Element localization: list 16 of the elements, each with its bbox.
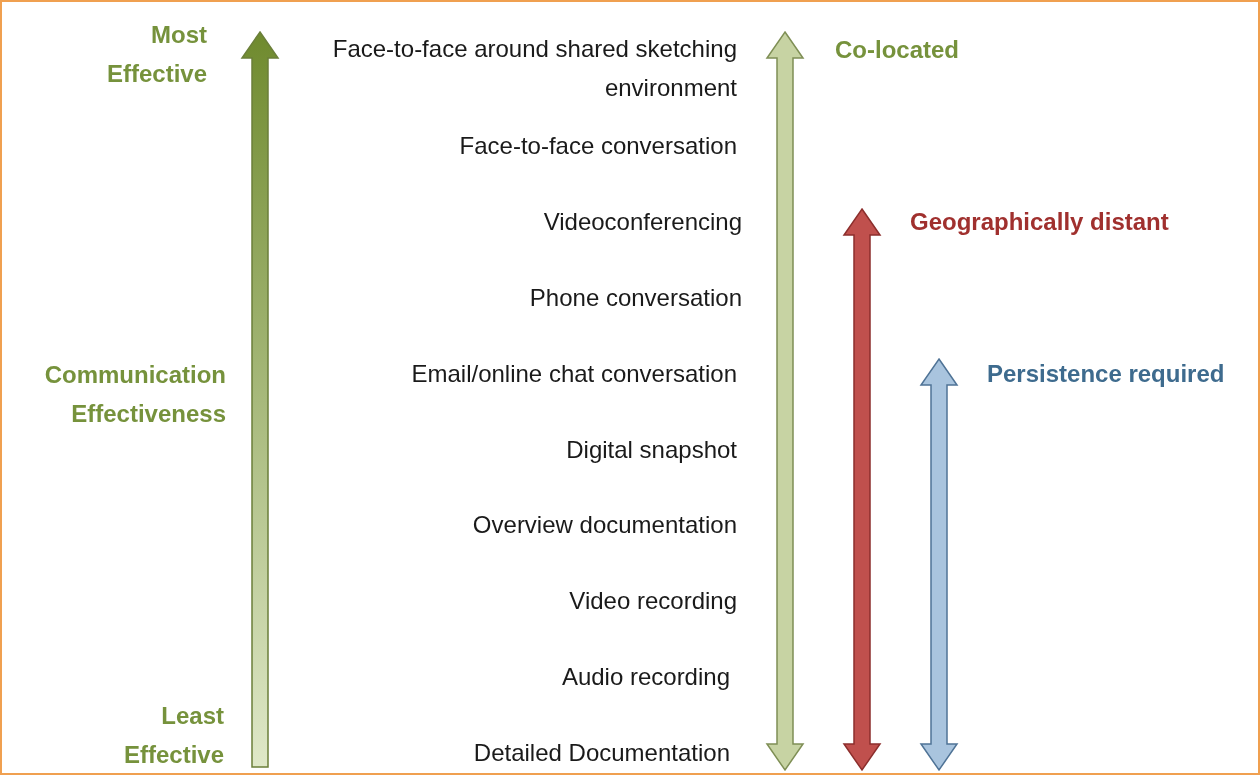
channel-label: Videoconferencing xyxy=(542,206,742,237)
channel-label: Video recording xyxy=(568,585,737,616)
scale-label: Co-located xyxy=(835,34,960,65)
channel-label: Face-to-face conversation xyxy=(458,130,737,161)
channel-label: Digital snapshot xyxy=(565,434,737,465)
channel-label: Phone conversation xyxy=(528,282,742,313)
channel-label: Face-to-face around shared sketching environment xyxy=(331,34,737,103)
scale-label: Persistence required xyxy=(987,358,1226,389)
scale-label: Most Effective xyxy=(105,20,207,89)
channel-label: Detailed Documentation xyxy=(472,737,730,768)
channel-label: Overview documentation xyxy=(471,509,737,540)
channel-label: Email/online chat conversation xyxy=(410,358,737,389)
channel-label: Audio recording xyxy=(560,661,730,692)
scale-label: Least Effective xyxy=(122,701,224,770)
scale-label: Communication Effectiveness xyxy=(43,360,226,429)
scale-label: Geographically distant xyxy=(910,206,1170,237)
